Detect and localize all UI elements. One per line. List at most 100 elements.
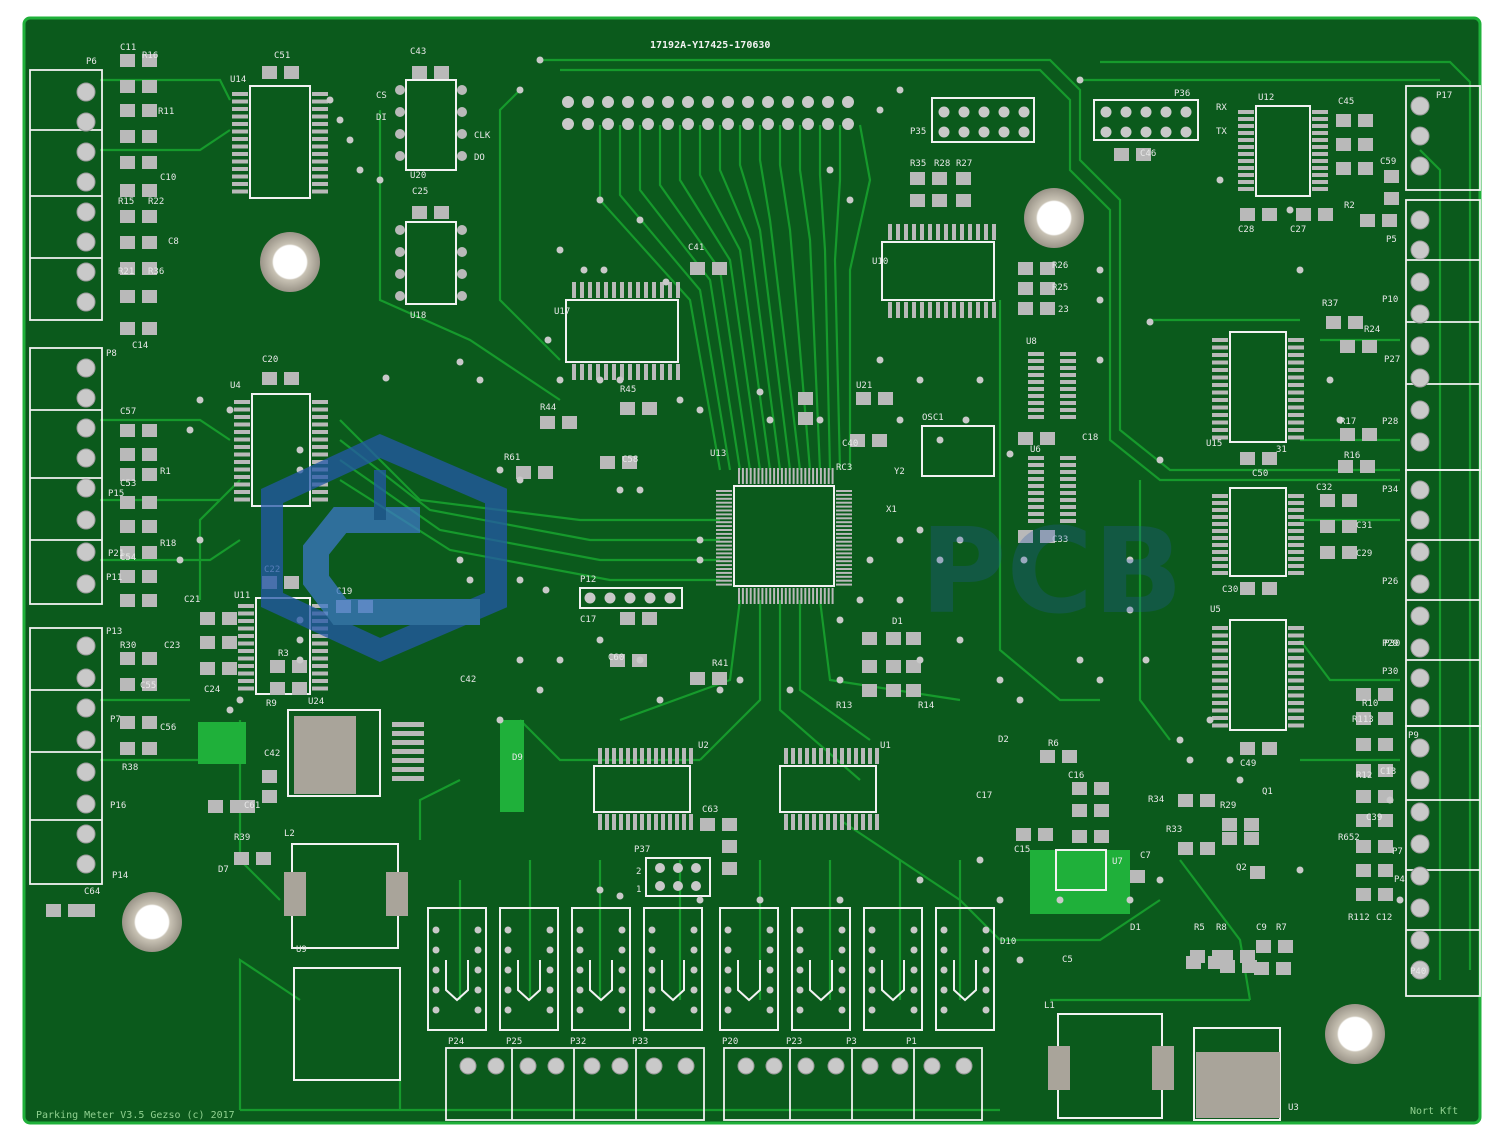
silk-label-p24: P24 [448, 1037, 464, 1047]
silk-label-r25: R25 [1052, 283, 1068, 293]
silk-label-c59: C59 [1380, 157, 1396, 167]
silk-label-rx: RX [1216, 103, 1227, 113]
relays [427, 907, 995, 1031]
silk-label-u4: U4 [230, 381, 241, 391]
silk-label-r17: R17 [1340, 417, 1356, 427]
p12-outline [579, 587, 683, 609]
silk-label-u3: U3 [1288, 1103, 1299, 1113]
silk-label-c54: C54 [120, 553, 136, 563]
smd-pads [46, 54, 1399, 975]
silk-label-d1b: D1 [1130, 923, 1141, 933]
silk-label-c24: C24 [204, 685, 220, 695]
silk-label-p8: P8 [106, 349, 117, 359]
silk-label-u14: U14 [230, 75, 246, 85]
silk-label-r38: R38 [122, 763, 138, 773]
copper-flood-u22 [198, 722, 246, 764]
silk-label-r14: R14 [918, 701, 934, 711]
silk-label-r33: R33 [1166, 825, 1182, 835]
left-terminal-pads [76, 82, 96, 874]
silk-label-p15: P15 [108, 489, 124, 499]
silk-label-r1: R1 [160, 467, 171, 477]
silk-label-p4: P4 [1394, 875, 1405, 885]
u24-outline [287, 709, 381, 797]
silk-label-u15: U15 [1206, 439, 1222, 449]
silk-label-p14: P14 [112, 871, 128, 881]
silk-label-u2: U2 [698, 741, 709, 751]
silk-label-r10: R10 [1362, 699, 1378, 709]
silk-label-c17: C17 [580, 615, 596, 625]
silk-label-p13: P13 [106, 627, 122, 637]
silk-label-c41: C41 [688, 243, 704, 253]
silk-label-c46: C46 [1140, 149, 1156, 159]
silk-label-u1: U1 [880, 741, 891, 751]
u7-outline [1055, 849, 1107, 891]
silk-label-r12: R12 [1356, 771, 1372, 781]
u2-outline [593, 765, 691, 813]
silk-label-p6: P6 [86, 57, 97, 67]
silk-label-c31: 31 [1276, 445, 1287, 455]
silk-label-r39: R39 [234, 833, 250, 843]
right-terminal-pads [1410, 96, 1430, 980]
ic-pins [232, 85, 1328, 830]
silk-label-c11: C11 [120, 43, 136, 53]
silk-label-c50: C50 [1252, 469, 1268, 479]
silk-label-c25: C25 [412, 187, 428, 197]
silk-label-r16: R16 [142, 51, 158, 61]
silk-label-r3: R3 [278, 649, 289, 659]
silk-label-p9: P9 [1408, 731, 1419, 741]
right-terminals [1405, 85, 1481, 997]
silk-label-one: 1 [636, 885, 641, 895]
silk-label-p32: P32 [570, 1037, 586, 1047]
silk-label-c9: C9 [1256, 923, 1267, 933]
u17-outline [565, 299, 679, 363]
silk-label-l2: L2 [284, 829, 295, 839]
silk-label-c57: C57 [120, 407, 136, 417]
silk-label-d2: D2 [998, 735, 1009, 745]
silk-label-p20: P20 [722, 1037, 738, 1047]
silk-label-r29: R29 [1220, 801, 1236, 811]
silk-label-r8: R8 [1216, 923, 1227, 933]
silk-label-tx: TX [1216, 127, 1227, 137]
silk-label-r7: R7 [1276, 923, 1287, 933]
silk-label-u13: U13 [710, 449, 726, 459]
silk-label-r22: R22 [148, 197, 164, 207]
u9-outline [293, 967, 401, 1081]
silk-label-c56: C56 [160, 723, 176, 733]
silk-label-r36: R36 [148, 267, 164, 277]
silk-label-r30: R30 [120, 641, 136, 651]
silk-label-c61: C61 [244, 801, 260, 811]
board-footer-right: Nort Kft [1410, 1106, 1458, 1117]
silk-label-c33: C33 [1052, 535, 1068, 545]
u1-outline [779, 765, 877, 813]
silk-label-r652: R652 [1338, 833, 1360, 843]
silk-label-c8: C8 [168, 237, 179, 247]
silk-label-p37: P37 [634, 845, 650, 855]
silk-label-c32: C32 [1316, 483, 1332, 493]
silk-label-r26: R26 [1052, 261, 1068, 271]
silk-label-p35: P35 [910, 127, 926, 137]
silk-label-c27: C27 [1290, 225, 1306, 235]
silk-label-c20: C20 [262, 355, 278, 365]
silk-label-y2: Y2 [894, 467, 905, 477]
bottom-terminals [445, 1047, 983, 1121]
silk-label-c16: C16 [1068, 771, 1084, 781]
silk-label-c58: C58 [622, 455, 638, 465]
silk-label-p1: P1 [906, 1037, 917, 1047]
osc1-outline [921, 425, 995, 477]
silk-label-d7: D7 [218, 865, 229, 875]
silk-label-r15: R15 [118, 197, 134, 207]
silk-label-p5: P5 [1386, 235, 1397, 245]
silk-label-r35: R35 [910, 159, 926, 169]
silk-label-c60: C60 [608, 653, 624, 663]
watermark-logo [261, 433, 507, 663]
silk-label-r28: R28 [934, 159, 950, 169]
silk-label-r2: R2 [1344, 201, 1355, 211]
silk-label-p34: P34 [1382, 485, 1398, 495]
board-footer-left: Parking Meter V3.5 Gezso (c) 2017 [36, 1110, 235, 1121]
silk-label-r6: R6 [1048, 739, 1059, 749]
silk-label-p7: P7 [110, 715, 121, 725]
bottom-terminal-pads [459, 1057, 973, 1075]
silk-label-p29: P29 [1382, 639, 1398, 649]
silk-label-p17: P17 [1436, 91, 1452, 101]
